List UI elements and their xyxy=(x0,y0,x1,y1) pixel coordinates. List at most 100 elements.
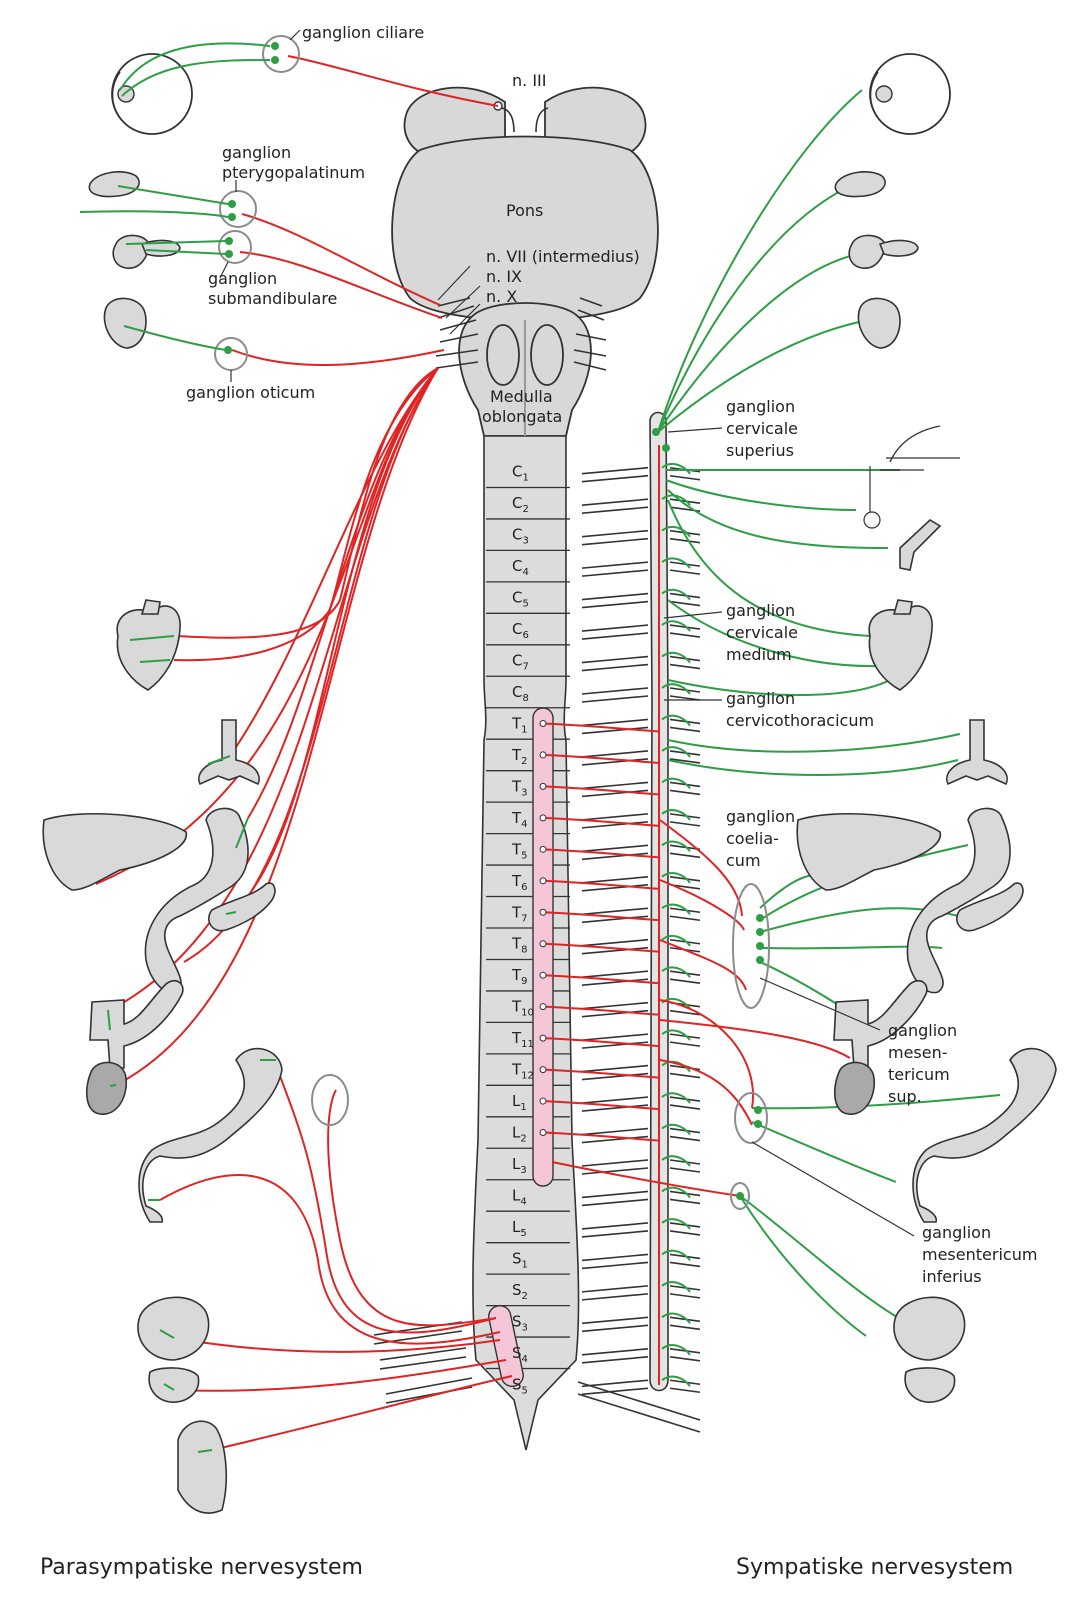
segment-label: C5 xyxy=(512,589,529,610)
spinal-root-line xyxy=(669,1135,701,1142)
spinal-root-line xyxy=(669,915,701,922)
cranial-root-bundles xyxy=(435,297,607,371)
lateral-horn-neuron xyxy=(539,971,547,979)
caption-parasympathetic: Parasympatiske nervesystem xyxy=(40,1555,363,1580)
duodenum-right xyxy=(833,979,928,1069)
label-pons: Pons xyxy=(506,201,543,220)
label-gcs-2: cervicale xyxy=(726,419,798,438)
gray-ramus xyxy=(661,463,691,475)
spinal-root-line xyxy=(581,1198,649,1207)
spinal-root-line xyxy=(581,718,649,727)
heart-left xyxy=(116,605,181,691)
ganglion-submandibulare-ring xyxy=(218,230,252,264)
trachea-left xyxy=(198,719,260,786)
white-ramus xyxy=(542,722,660,733)
spinal-root-line xyxy=(669,821,701,827)
caption-sympathetic: Sympatiske nervesystem xyxy=(736,1555,1013,1580)
gray-ramus xyxy=(661,903,691,915)
sympathetic-postganglionic-fibers xyxy=(657,89,1001,1337)
segment-label: T3 xyxy=(511,777,528,798)
ganglion-ciliare-ring xyxy=(262,35,300,73)
label-n-IX: n. IX xyxy=(486,267,522,286)
sublingual-gland-right xyxy=(878,239,919,257)
white-ramus xyxy=(542,848,660,859)
white-ramus xyxy=(542,911,660,922)
right-organs xyxy=(796,53,1057,1403)
spinal-root-line xyxy=(581,1104,649,1112)
spinal-root-line xyxy=(669,1261,701,1268)
spinal-root-line xyxy=(581,498,649,506)
parotid-gland-right xyxy=(857,297,901,349)
stomach-right xyxy=(906,807,1011,994)
spinal-root-line xyxy=(669,789,701,796)
segment-label: T7 xyxy=(511,903,528,924)
spinal-root-line xyxy=(581,537,649,546)
prostate-left xyxy=(148,1367,200,1403)
label-gco-2: coelia- xyxy=(726,829,779,848)
ganglion-coeliacum-ring xyxy=(732,883,770,1009)
label-gms-4: sup. xyxy=(888,1087,922,1106)
spinal-root-line xyxy=(581,687,649,695)
lateral-horn-neuron xyxy=(539,877,547,885)
spinal-root-line xyxy=(669,1041,701,1047)
spinal-root-line xyxy=(581,978,649,986)
lacrimal-gland-right xyxy=(834,171,886,198)
label-gms-3: tericum xyxy=(888,1065,950,1084)
segment-dividers xyxy=(486,486,570,1370)
bladder-right xyxy=(893,1296,966,1361)
label-gcs-1: ganglion xyxy=(726,397,795,416)
gray-ramus xyxy=(661,872,691,884)
spinal-root-line xyxy=(581,655,649,664)
label-gcm-2: cervicale xyxy=(726,623,798,642)
segment-label: C3 xyxy=(512,526,529,547)
spinal-nerve-roots xyxy=(581,466,701,1396)
spinal-root-line xyxy=(581,884,649,892)
spinal-root-line xyxy=(581,1285,649,1293)
spinal-root-line xyxy=(581,1356,649,1364)
segment-label: S4 xyxy=(512,1344,528,1365)
white-ramus xyxy=(542,942,660,953)
gray-ramus xyxy=(661,525,691,538)
lateral-horn-neuron xyxy=(539,908,547,916)
gray-ramus xyxy=(661,840,691,852)
lateral-horn-neuron xyxy=(539,1066,547,1074)
segment-label: S2 xyxy=(512,1281,528,1302)
text-labels: ganglion ciliare n. III ganglion pterygo… xyxy=(40,23,1037,1580)
stomach-left xyxy=(144,807,249,994)
white-ramus xyxy=(542,1131,660,1142)
gray-ramus xyxy=(661,1029,691,1041)
spinal-root-line xyxy=(581,938,649,947)
label-ganglion-submandibulare-2: submandibulare xyxy=(208,289,337,308)
pancreas-left xyxy=(208,882,276,932)
spinal-root-line xyxy=(581,632,649,640)
spinal-root-line xyxy=(581,970,649,978)
spinal-root-line xyxy=(669,1167,701,1173)
label-gms-2: mesen- xyxy=(888,1043,948,1062)
spinal-root-line xyxy=(581,1001,649,1010)
spinal-root-line xyxy=(581,1072,649,1081)
spinal-root-line xyxy=(581,946,649,955)
spinal-root-line xyxy=(581,1261,649,1270)
sympathetic-preganglionic-fibers xyxy=(539,719,660,1142)
spinal-root-line xyxy=(581,876,649,884)
white-ramus xyxy=(542,753,660,764)
heart-right xyxy=(868,605,933,691)
brainstem xyxy=(391,86,659,437)
spinal-root-line xyxy=(581,1135,649,1144)
pons-shape xyxy=(391,135,659,322)
lateral-horn-neuron xyxy=(539,1129,547,1137)
gray-ramus xyxy=(661,620,691,632)
label-gmi-3: inferius xyxy=(922,1267,982,1286)
gray-ramus xyxy=(661,494,691,506)
segment-label: T1 xyxy=(511,714,528,735)
spinal-root-line xyxy=(581,844,649,853)
gray-ramus xyxy=(661,651,691,664)
spinal-root-line xyxy=(581,1096,649,1104)
segment-label: C1 xyxy=(512,463,529,484)
segment-label: C7 xyxy=(512,652,529,673)
spinal-root-line xyxy=(669,1356,701,1362)
gray-ramus xyxy=(661,966,691,978)
segment-label: T8 xyxy=(511,935,528,956)
spinal-root-line xyxy=(581,1064,649,1073)
spinal-root-line xyxy=(581,907,649,916)
